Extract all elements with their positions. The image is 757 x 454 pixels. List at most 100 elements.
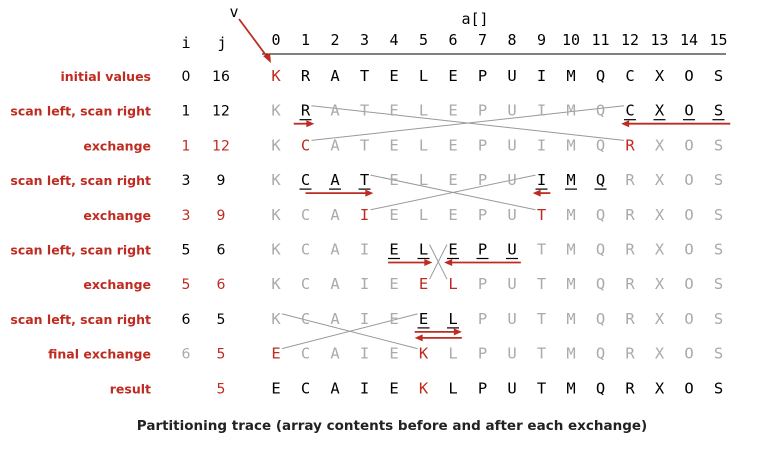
array-cell: L [419,206,428,224]
scan-arrows-layer [293,120,731,342]
array-cell: C [301,379,310,397]
i-value: 0 [182,69,191,85]
j-value: 6 [217,243,226,259]
scan-arrowhead [424,259,433,266]
array-cell: Q [596,171,605,189]
array-cell: O [684,345,693,363]
array-cell: Q [596,241,605,259]
scan-arrowhead [444,259,453,266]
array-cell: M [566,206,575,224]
v-pointer-line [238,18,269,59]
scan-arrowhead [365,189,374,197]
array-cell: T [537,379,546,397]
array-cell: O [684,310,693,328]
array-cell: A [330,275,340,293]
array-cell: L [448,345,457,363]
array-cell: T [537,310,546,328]
array-cell: I [537,171,546,189]
array-cell: X [655,241,665,259]
exchange-line [281,313,418,350]
array-cell: X [655,171,665,189]
array-cell: I [537,67,546,85]
array-cell: R [625,379,635,397]
array-cell: S [714,241,723,259]
array-cell: S [714,102,723,120]
array-cell: E [271,379,280,397]
array-cell: M [566,102,575,120]
array-cell: T [360,171,369,189]
array-cell: O [684,275,693,293]
array-cell: L [419,241,428,259]
array-cell: X [655,345,665,363]
array-cell: R [625,310,635,328]
array-cell: I [537,102,546,120]
index-label: 5 [419,31,428,49]
array-cell: O [684,136,693,154]
array-cell: S [714,67,723,85]
array-cell: A [330,379,340,397]
array-cell: C [301,310,310,328]
array-cell: E [389,345,398,363]
row-label: final exchange [48,347,151,362]
scan-arrowhead [532,189,541,197]
exchange-line [311,105,625,141]
array-cell: O [684,67,693,85]
array-cell: E [448,171,457,189]
index-label: 2 [330,31,339,49]
row-label: exchange [83,208,151,223]
array-cell: L [419,67,428,85]
array-cell: O [684,102,693,120]
array-cell: E [419,310,428,328]
array-cell: Q [596,275,605,293]
array-cell: C [301,171,310,189]
array-cell: R [301,102,311,120]
array-cell: U [507,67,516,85]
array-cell: E [448,136,457,154]
array-cell: I [360,241,369,259]
array-cell: S [714,206,723,224]
index-label: 9 [537,31,546,49]
array-cell: Q [596,136,605,154]
array-cell: K [271,136,281,154]
array-cell: E [448,241,457,259]
array-cell: Q [596,67,605,85]
array-cell: M [566,171,575,189]
j-header: j [217,34,226,52]
array-label: a[] [461,10,488,28]
array-cell: K [419,345,429,363]
row-label: exchange [83,277,151,292]
array-cell: E [448,102,457,120]
array-cell: P [478,136,487,154]
array-cell: U [507,171,516,189]
array-cell: U [507,379,516,397]
array-cell: A [330,345,340,363]
row-label: scan left, scan right [10,312,151,327]
index-label: 6 [448,31,457,49]
array-cell: E [448,206,457,224]
array-cell: A [330,206,340,224]
array-cell: I [360,345,369,363]
j-value: 12 [212,138,230,154]
array-cell: T [537,241,546,259]
array-cell: K [271,310,281,328]
array-cell: A [330,241,340,259]
array-cell: L [419,136,428,154]
array-cell: I [360,206,369,224]
array-cell: K [271,67,281,85]
array-cell: M [566,379,575,397]
index-label: 13 [650,31,668,49]
scan-arrowhead [621,120,630,128]
array-cell: T [537,206,546,224]
i-value: 6 [182,312,191,328]
v-label: v [229,3,238,21]
array-cell: M [566,310,575,328]
array-cell: T [360,67,369,85]
array-cell: P [478,379,487,397]
array-cell: P [478,241,487,259]
j-value: 12 [212,104,230,120]
